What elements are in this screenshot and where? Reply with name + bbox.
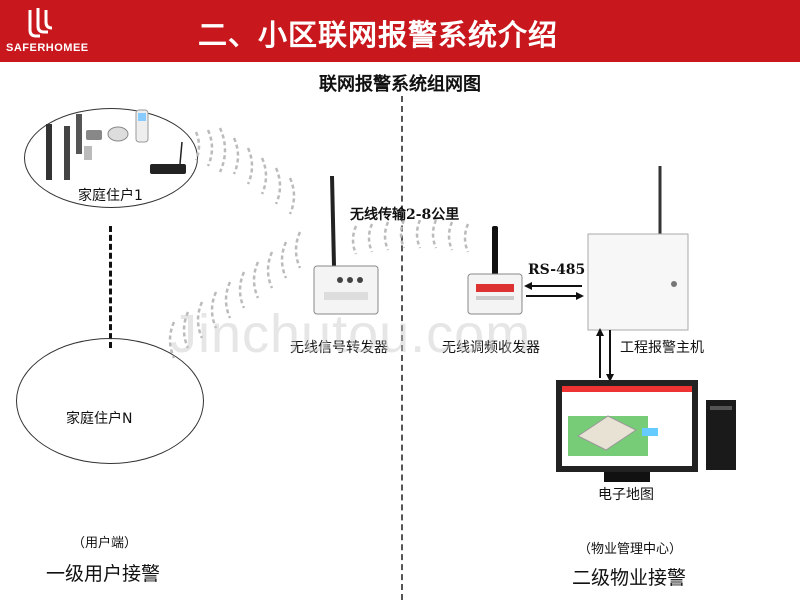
wireless-range-label: 无线传输2-8公里 [350, 207, 460, 223]
page-title: 二、小区联网报警系统介绍 [198, 18, 559, 52]
rs485-label: RS-485 [528, 262, 586, 278]
household-n-label: 家庭住户N [66, 411, 133, 427]
transceiver-label: 无线调频收发器 [442, 340, 540, 356]
diagram-title: 联网报警系统组网图 [319, 74, 481, 95]
user-side-label: 一级用户接警 [46, 563, 161, 585]
alarm-host-icon [587, 166, 689, 331]
host-map-link-icon [596, 328, 614, 382]
rs485-arrows-icon [524, 282, 584, 300]
watermark: Jinchutou.com [170, 304, 532, 364]
property-note: （物业管理中心） [578, 542, 683, 557]
electronic-map-icon [556, 380, 736, 482]
transceiver-device-icon [467, 226, 523, 315]
section-divider [401, 96, 403, 600]
header-bar [0, 0, 800, 62]
household-n-ellipse [16, 338, 204, 464]
household-1-ellipse [24, 108, 198, 208]
property-side-label: 二级物业接警 [572, 567, 687, 589]
emap-label: 电子地图 [598, 487, 654, 503]
brand-logo-icon [28, 8, 53, 38]
user-side-note: （用户端） [72, 536, 138, 551]
household-1-label: 家庭住户1 [78, 188, 143, 204]
brand-name: SAFERHOMEE [6, 42, 89, 54]
household-connector [109, 226, 112, 348]
host-label: 工程报警主机 [620, 340, 704, 356]
household-devices-icon [46, 109, 186, 180]
repeater-device-icon [313, 175, 379, 315]
repeater-label: 无线信号转发器 [290, 340, 388, 356]
